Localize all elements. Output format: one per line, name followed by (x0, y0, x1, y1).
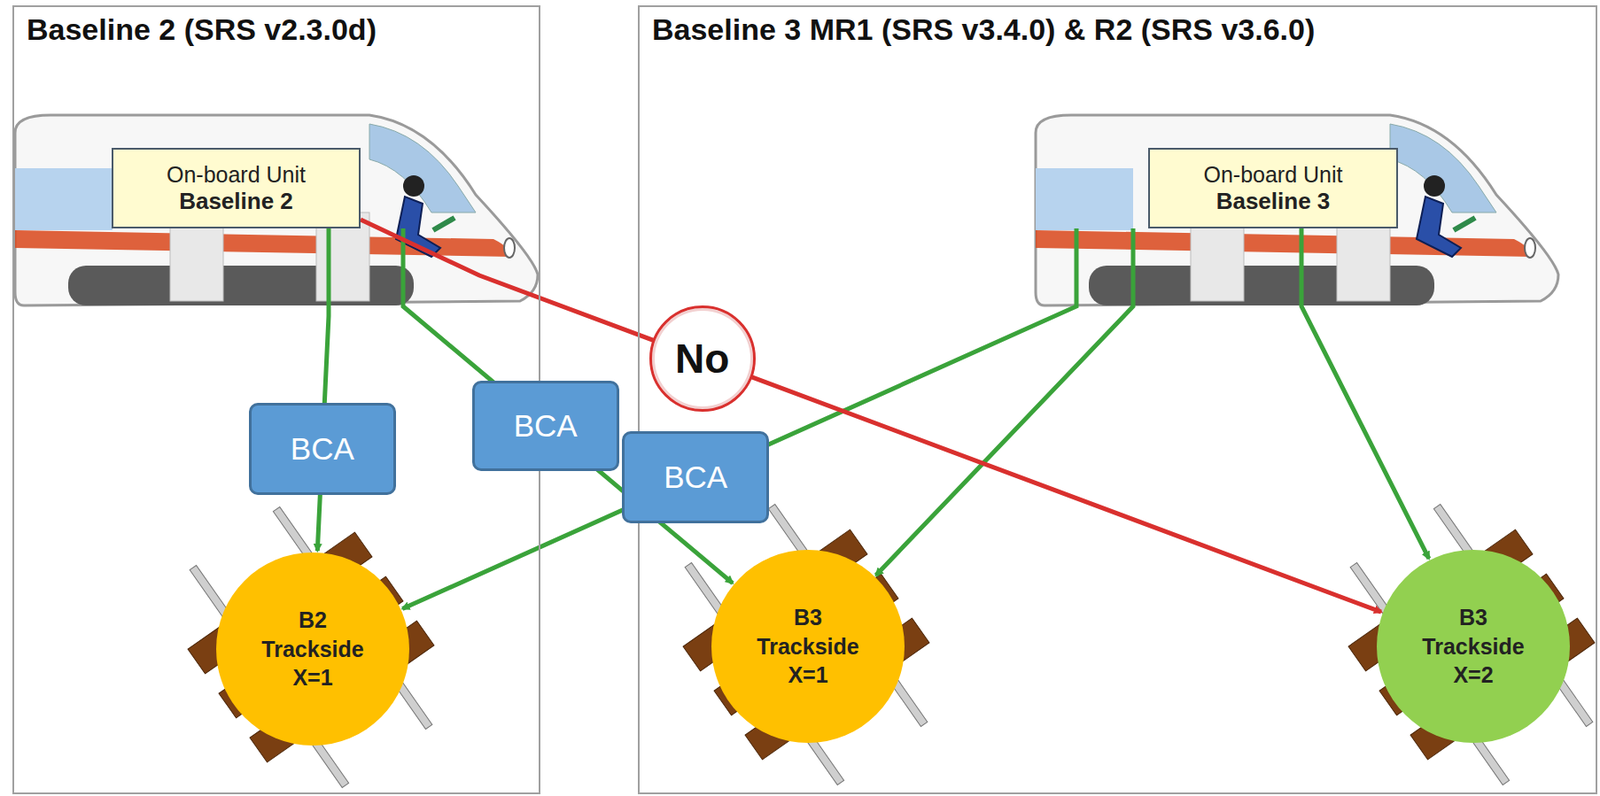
trackside-circle: B2 Trackside X=1 (216, 552, 410, 746)
trackside-label: B3 Trackside X=2 (1413, 603, 1534, 691)
bca-label: BCA (472, 380, 620, 472)
trackside-circle: B3 Trackside X=1 (711, 550, 905, 744)
onboard-unit-box: On-board UnitBaseline 2 (111, 147, 361, 229)
no-badge: No (649, 305, 756, 412)
bca-label: BCA (621, 431, 769, 524)
trackside-label: B3 Trackside X=1 (748, 603, 869, 691)
bca-label: BCA (248, 403, 397, 496)
baseline-label: Baseline 2 (178, 187, 294, 216)
link-arrow (876, 228, 1134, 576)
panel-heading: Baseline 2 (SRS v2.3.0d) (14, 7, 539, 47)
link-arrow (1301, 228, 1430, 560)
trackside-label: B2 Trackside X=1 (253, 605, 373, 693)
link-arrow (317, 228, 329, 552)
unit-label: On-board Unit (1203, 162, 1343, 188)
baseline-label: Baseline 3 (1216, 187, 1331, 216)
link-arrow (360, 219, 1382, 613)
trackside-circle: B3 Trackside X=2 (1376, 550, 1570, 744)
unit-label: On-board Unit (166, 162, 306, 188)
baseline-panel: Baseline 2 (SRS v2.3.0d) On-board UnitBas… (12, 5, 541, 795)
baseline-panel: Baseline 3 MR1 (SRS v3.4.0) & R2 (SRS v3… (637, 5, 1598, 795)
panel-heading: Baseline 3 MR1 (SRS v3.4.0) & R2 (SRS v3… (639, 7, 1596, 47)
onboard-unit-box: On-board UnitBaseline 3 (1148, 147, 1399, 229)
